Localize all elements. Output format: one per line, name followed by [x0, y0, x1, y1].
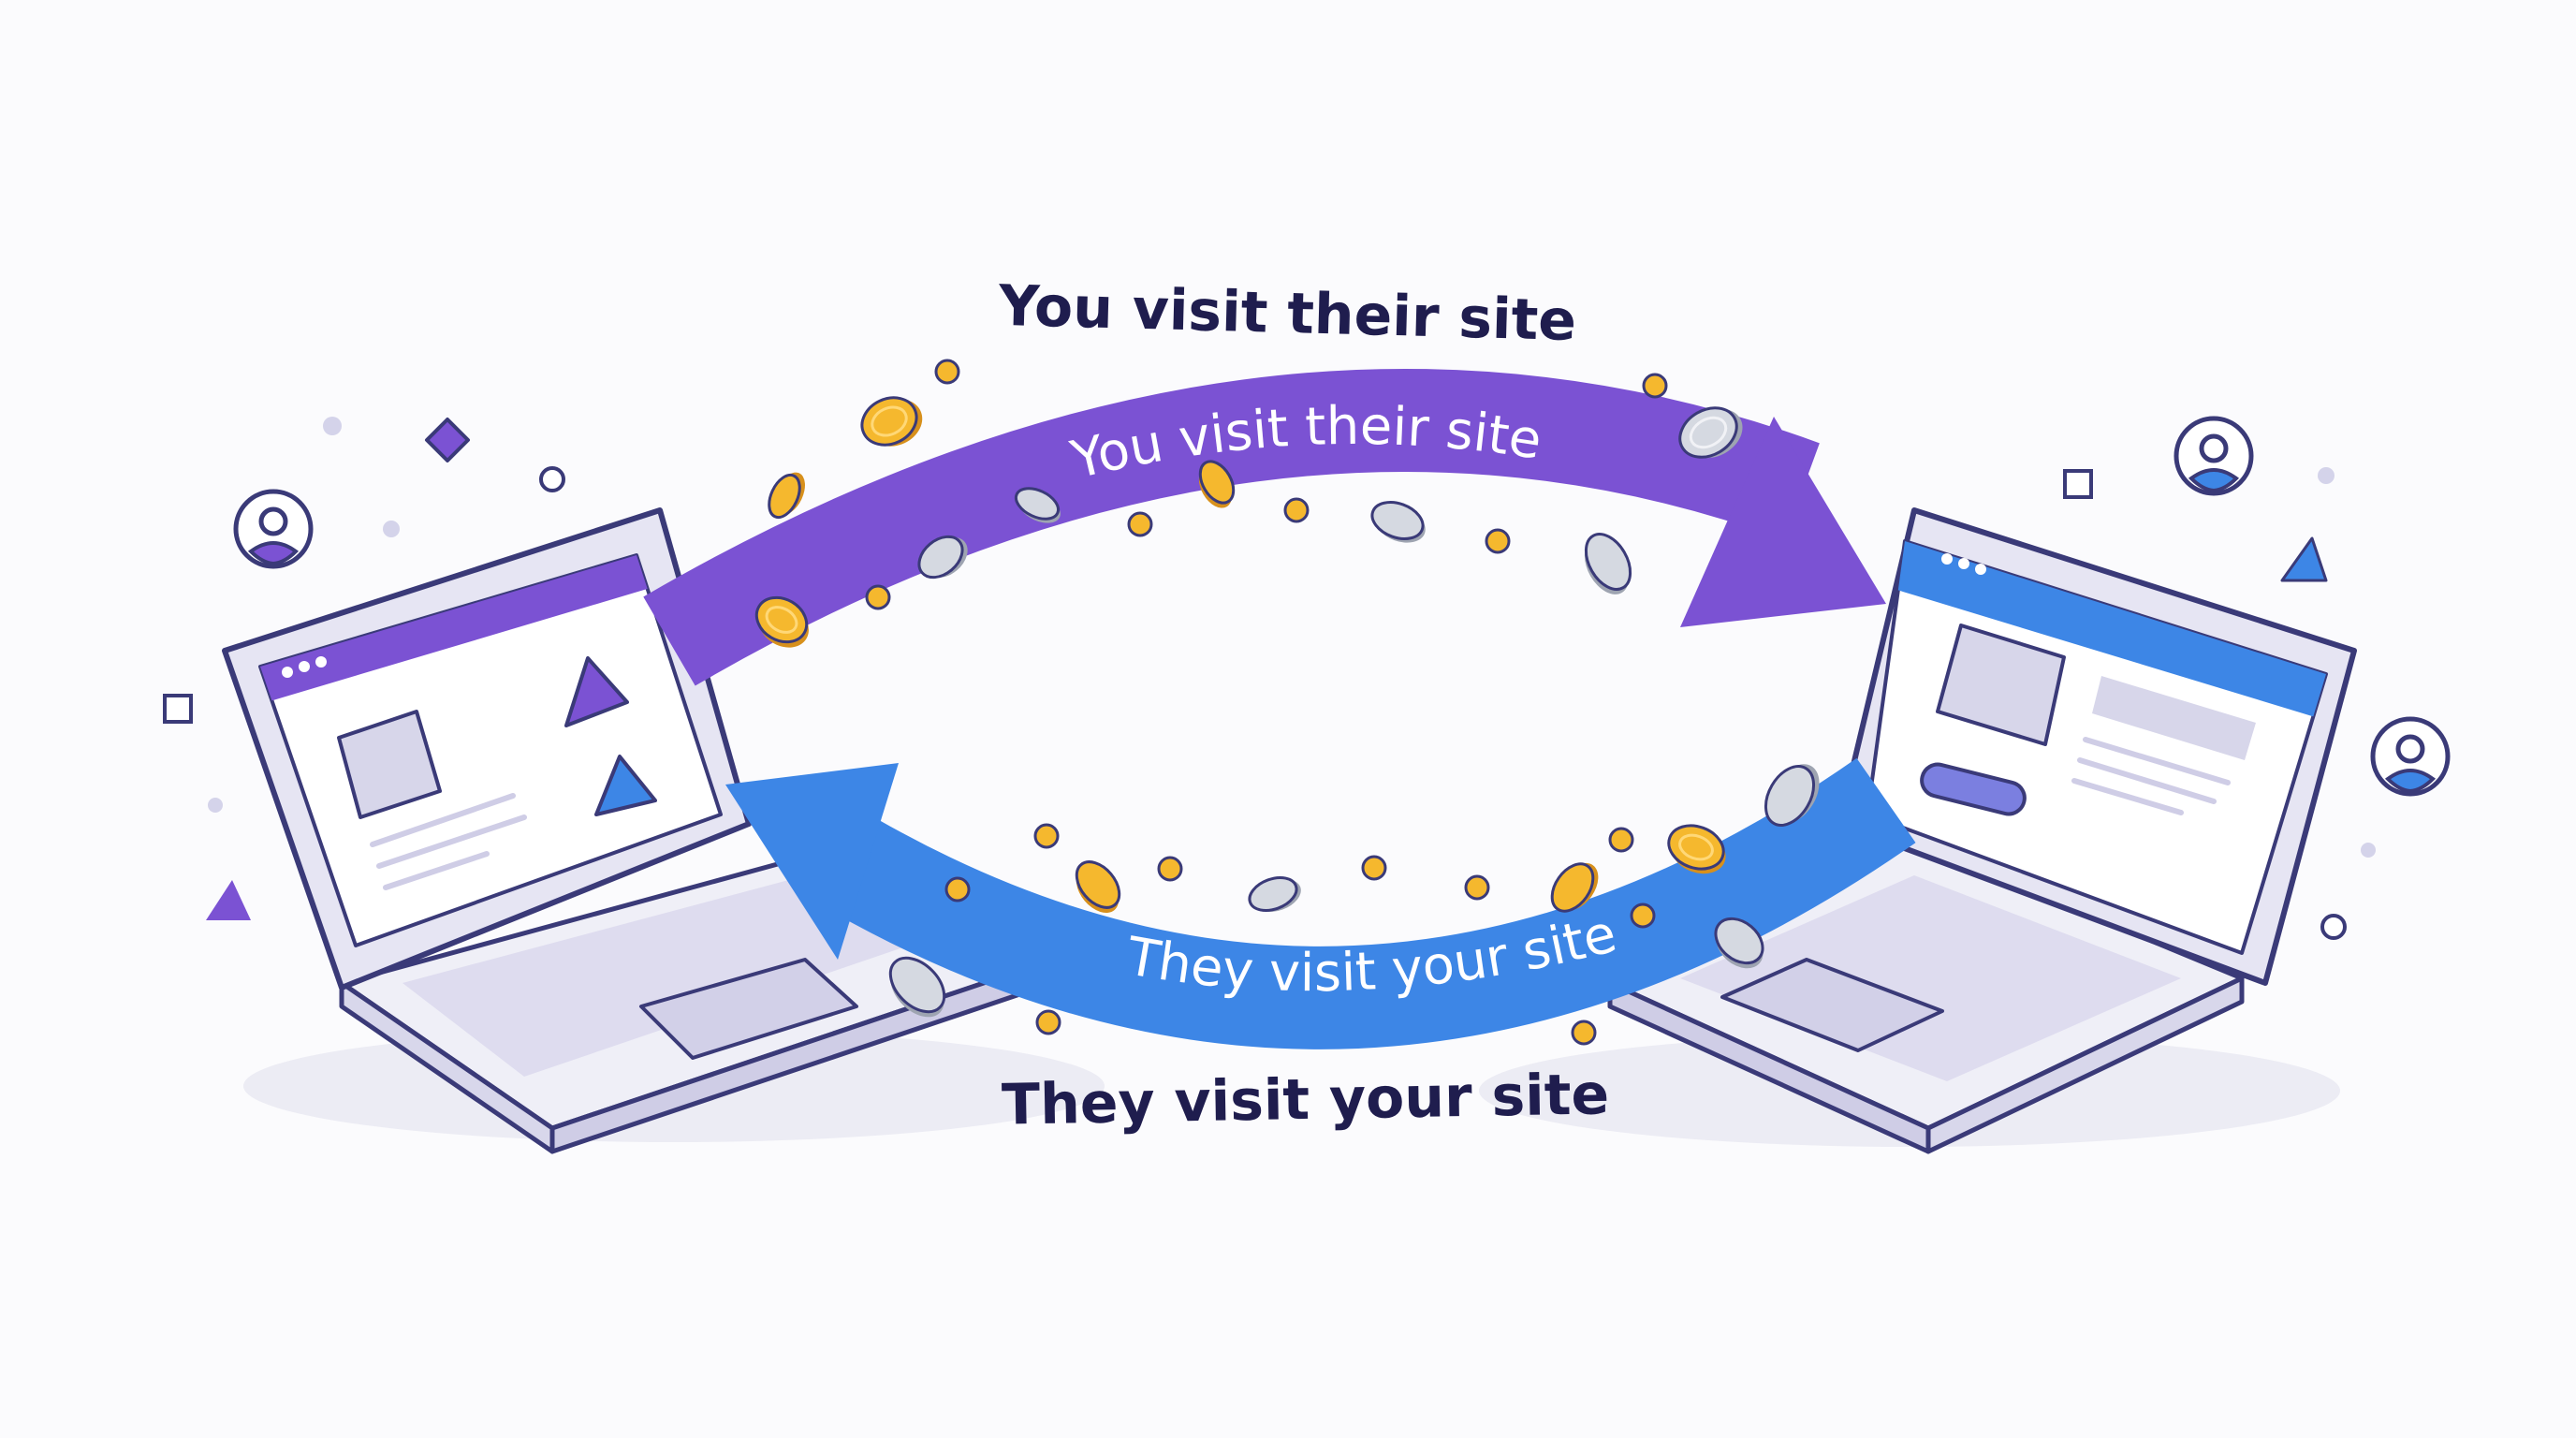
right-title-block — [2092, 676, 2256, 760]
coin-icon — [1667, 824, 1726, 874]
right-screen-button — [1920, 762, 2027, 816]
ring-shape — [2320, 914, 2347, 940]
coin-icon — [1764, 764, 1820, 827]
coin-icon — [1248, 876, 1301, 912]
triangle-shape — [2280, 536, 2328, 582]
left-laptop-trackpad — [639, 958, 858, 1060]
coin-icon — [1550, 862, 1599, 913]
dot-shape — [2361, 843, 2376, 858]
left-image-placeholder — [337, 710, 442, 819]
purple-arrow — [643, 369, 1886, 686]
right-laptop-trackpad — [1720, 958, 1944, 1052]
blue-arrow — [725, 757, 1916, 1049]
left-screen-triangle-blue — [594, 755, 657, 816]
coins — [754, 396, 1820, 1018]
right-laptop — [1479, 507, 2357, 1154]
blue-arrow-head — [725, 763, 899, 960]
square-shape — [163, 694, 193, 724]
left-laptop-keyboard — [402, 871, 936, 1077]
purple-arrow-body — [643, 369, 1820, 686]
dot-shape — [383, 521, 400, 537]
gold-dots — [865, 359, 1668, 1046]
coin-icon — [1075, 860, 1121, 914]
top-heading: You visit their site — [997, 273, 1577, 354]
bottom-heading: They visit your site — [1002, 1062, 1610, 1137]
left-text-lines — [370, 793, 527, 890]
coin-icon — [1714, 917, 1764, 969]
triangle-shape — [206, 880, 251, 920]
dot-shape — [323, 417, 342, 435]
right-browser-dots — [1941, 553, 1986, 575]
coin-icon — [860, 396, 923, 447]
coin-icon — [1014, 487, 1061, 523]
right-text-lines — [2071, 737, 2231, 815]
right-browser-bar — [1881, 541, 2326, 719]
left-browser-dots — [282, 656, 327, 678]
coin-icon — [1370, 501, 1426, 543]
right-image-placeholder — [1936, 624, 2066, 746]
coin-icon — [1198, 460, 1236, 508]
coin-icon — [917, 535, 968, 580]
right-laptop-keyboard — [1680, 875, 2181, 1081]
diamond-shape — [425, 418, 470, 462]
right-laptop-base-side — [1925, 976, 2245, 1154]
square-shape — [2063, 469, 2093, 499]
user-avatar-icon — [233, 489, 314, 569]
left-screen-triangle-purple — [564, 656, 629, 727]
user-avatar-icon — [2174, 416, 2254, 496]
decorations — [163, 417, 2376, 940]
coin-icon — [1584, 533, 1632, 594]
coin-icon — [1678, 406, 1743, 459]
coin-icon — [754, 595, 809, 648]
dot-shape — [2318, 467, 2334, 484]
user-avatar-icon — [2370, 716, 2451, 797]
purple-arrow-head — [1680, 417, 1886, 627]
blue-arrow-body — [797, 757, 1916, 1049]
coin-icon — [768, 472, 805, 520]
ring-shape — [539, 466, 565, 492]
coin-icon — [888, 956, 946, 1018]
dot-shape — [208, 798, 223, 813]
